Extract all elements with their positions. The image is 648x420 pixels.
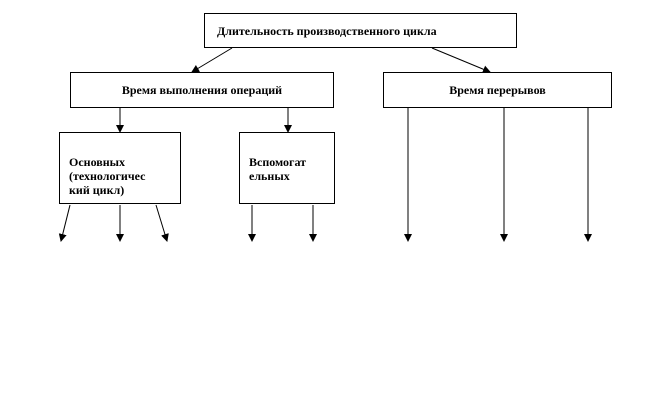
arrow-root-to-breaks [431, 47, 491, 74]
root-node-box: Длительность производственного цикла [204, 13, 517, 48]
operations-time-label: Время выполнения операций [121, 83, 283, 97]
auxiliary-operations-box: Вспомогат ельных [239, 132, 335, 204]
arrow-main-right [155, 204, 169, 242]
breaks-time-label: Время перерывов [449, 83, 546, 97]
operations-time-box: Время выполнения операций [70, 72, 334, 108]
breaks-time-box: Время перерывов [383, 72, 612, 108]
auxiliary-operations-label: Вспомогат ельных [249, 155, 307, 183]
main-operations-box: Основных (технологичес кий цикл) [59, 132, 181, 204]
main-operations-label: Основных (технологичес кий цикл) [69, 155, 146, 197]
arrow-root-to-operations [191, 47, 233, 73]
root-node-label: Длительность производственного цикла [217, 23, 437, 38]
arrow-main-left [58, 204, 71, 242]
